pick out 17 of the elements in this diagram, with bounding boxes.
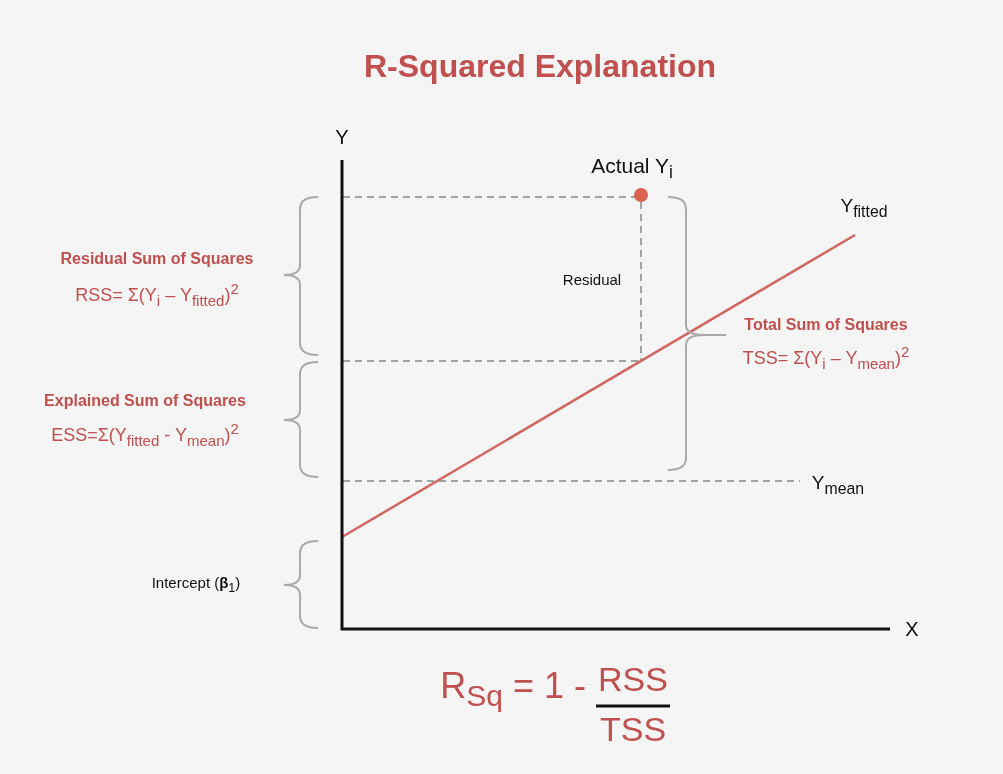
line-label: Y$_{fitted}$: [840, 195, 888, 221]
line-label: Y$_{mean}$: [811, 472, 865, 498]
residual-label: Residual: [562, 271, 622, 289]
formula-denominator: TSS: [599, 710, 667, 750]
formula: RSS= Σ(Y$_{i}$ – Y$_{fitted}$)$^{2}$: [75, 280, 239, 309]
r-squared-formula: R$_{Sq}$ = 1 -: [440, 665, 586, 714]
formula: TSS= Σ(Y$_{i}$ – Y$_{mean}$)$^{2}$: [742, 343, 910, 372]
formula: ESS=Σ(Y$_{fitted}$ - Y$_{mean}$)$^{2}$: [51, 420, 239, 449]
annotation-title: Residual Sum of Squares: [60, 250, 254, 269]
intercept-label: Intercept (β$_{1}$): [151, 574, 241, 596]
point-label: Actual Y$_{i}$: [591, 154, 673, 183]
annotation-title: Total Sum of Squares: [744, 316, 908, 335]
diagram-title: R-Squared Explanation: [364, 48, 716, 85]
axis-label: X: [905, 618, 919, 641]
axis-label: Y: [335, 126, 349, 149]
formula-numerator: RSS: [598, 660, 668, 700]
annotation-title: Explained Sum of Squares: [44, 392, 246, 411]
